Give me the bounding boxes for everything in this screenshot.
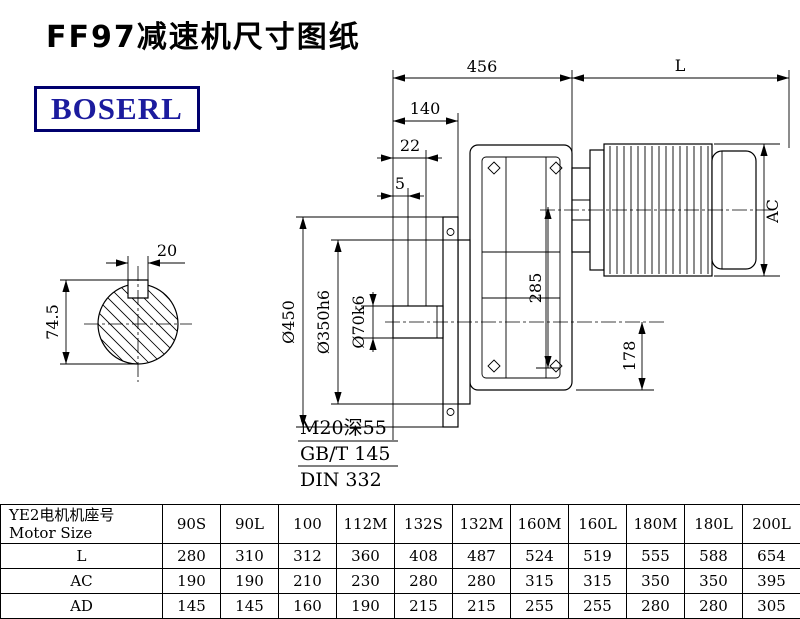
cell-L-200L: 654	[743, 544, 800, 569]
cell-L-112M: 360	[337, 544, 395, 569]
col-180M: 180M	[627, 505, 685, 544]
shaft-cross-section	[60, 166, 230, 492]
col-132S: 132S	[395, 505, 453, 544]
cell-AD-90S: 145	[163, 594, 221, 619]
cell-AC-180M: 350	[627, 569, 685, 594]
cell-AD-112M: 190	[337, 594, 395, 619]
note-din: DIN 332	[300, 469, 382, 491]
cell-AC-160M: 315	[511, 569, 569, 594]
col-160L: 160L	[569, 505, 627, 544]
row-label-AD: AD	[1, 594, 163, 619]
motor-size-header-en: Motor Size	[9, 524, 162, 542]
cell-L-90L: 310	[221, 544, 279, 569]
col-112M: 112M	[337, 505, 395, 544]
note-thread: M20深55	[300, 417, 387, 439]
motor-size-table: YE2电机机座号 Motor Size 90S 90L 100 112M 132…	[0, 504, 800, 619]
cell-AD-132M: 215	[453, 594, 511, 619]
dim-key-width: 20	[157, 241, 177, 260]
cell-L-160L: 519	[569, 544, 627, 569]
cell-AD-90L: 145	[221, 594, 279, 619]
dim-key-height: 74.5	[43, 304, 62, 340]
cell-L-180M: 555	[627, 544, 685, 569]
cell-L-100: 312	[279, 544, 337, 569]
technical-drawing: 456 L 140 22 5 AC 285 178 Ø450 Ø350h6 Ø7…	[0, 0, 800, 505]
cell-AC-132M: 280	[453, 569, 511, 594]
dim-456: 456	[467, 57, 498, 76]
motor-size-header: YE2电机机座号 Motor Size	[1, 505, 163, 544]
cell-L-180L: 588	[685, 544, 743, 569]
cell-AC-200L: 395	[743, 569, 800, 594]
col-132M: 132M	[453, 505, 511, 544]
row-label-L: L	[1, 544, 163, 569]
cell-AC-100: 210	[279, 569, 337, 594]
cell-AD-180L: 280	[685, 594, 743, 619]
col-100: 100	[279, 505, 337, 544]
col-90L: 90L	[221, 505, 279, 544]
cell-AC-132S: 280	[395, 569, 453, 594]
dim-140: 140	[410, 99, 441, 118]
col-180L: 180L	[685, 505, 743, 544]
cell-AD-160L: 255	[569, 594, 627, 619]
dim-178: 178	[620, 341, 639, 372]
cell-L-90S: 280	[163, 544, 221, 569]
table-row-AD: AD 145 145 160 190 215 215 255 255 280 2…	[1, 594, 800, 619]
cell-AD-132S: 215	[395, 594, 453, 619]
cell-AD-200L: 305	[743, 594, 800, 619]
cell-AC-160L: 315	[569, 569, 627, 594]
table-row-AC: AC 190 190 210 230 280 280 315 315 350 3…	[1, 569, 800, 594]
motor-size-header-cn: YE2电机机座号	[9, 506, 162, 524]
cell-AC-180L: 350	[685, 569, 743, 594]
gearbox-body	[393, 145, 572, 427]
cell-L-132S: 408	[395, 544, 453, 569]
cell-AC-90S: 190	[163, 569, 221, 594]
col-160M: 160M	[511, 505, 569, 544]
row-label-AC: AC	[1, 569, 163, 594]
table-row-L: L 280 310 312 360 408 487 524 519 555 58…	[1, 544, 800, 569]
cell-AD-160M: 255	[511, 594, 569, 619]
dim-shaft-dia: Ø70k6	[349, 295, 368, 348]
cell-L-160M: 524	[511, 544, 569, 569]
note-gbt: GB/T 145	[300, 443, 391, 465]
dim-22: 22	[400, 136, 420, 155]
dim-285: 285	[526, 273, 545, 304]
cell-L-132M: 487	[453, 544, 511, 569]
cell-AD-180M: 280	[627, 594, 685, 619]
dim-L: L	[675, 56, 686, 75]
col-200L: 200L	[743, 505, 800, 544]
table-header-row: YE2电机机座号 Motor Size 90S 90L 100 112M 132…	[1, 505, 800, 544]
dim-5: 5	[395, 174, 405, 193]
dim-flange-dia: Ø450	[279, 300, 298, 344]
cell-AC-112M: 230	[337, 569, 395, 594]
col-90S: 90S	[163, 505, 221, 544]
dim-spigot-dia: Ø350h6	[314, 290, 333, 354]
cell-AD-100: 160	[279, 594, 337, 619]
cell-AC-90L: 190	[221, 569, 279, 594]
dim-AC: AC	[763, 199, 782, 224]
